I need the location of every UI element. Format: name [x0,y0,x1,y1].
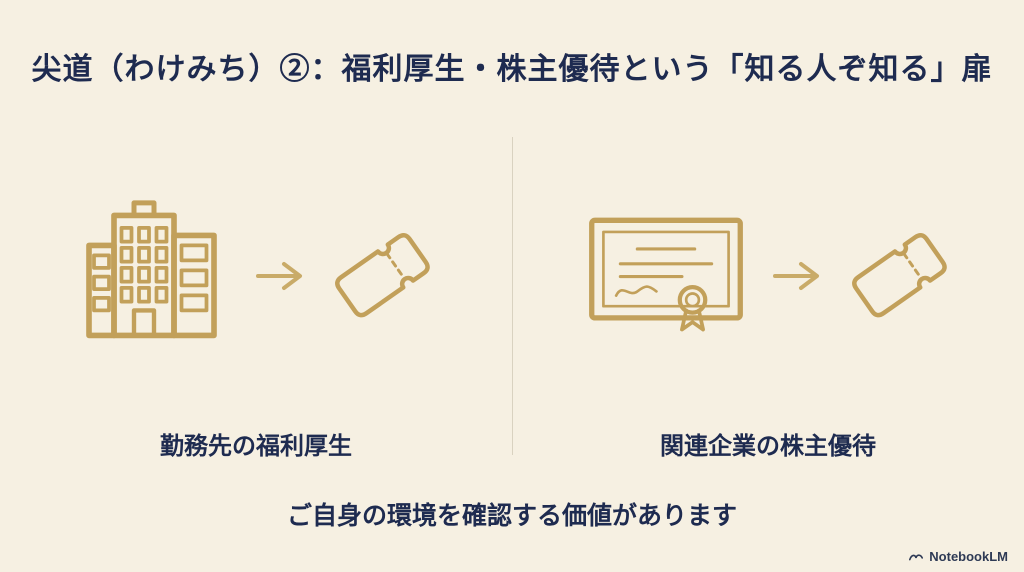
certificate-icon [586,215,746,337]
caption-shareholder-perks: 関連企業の株主優待 [660,433,876,460]
arrow-right-icon [772,258,824,294]
ticket-icon [324,221,441,329]
watermark-label: NotebookLM [929,549,1008,564]
caption-workplace-benefits: 勤務先の福利厚生 [160,433,352,460]
footer-message: ご自身の環境を確認する価値があります [286,502,737,530]
notebooklm-logo-icon [908,550,924,564]
panels-area: 勤務先の福利厚生 [0,125,1024,465]
workplace-flow [79,125,433,426]
watermark: NotebookLM [908,549,1008,564]
panel-workplace-benefits: 勤務先の福利厚生 [0,125,512,465]
panel-shareholder-perks: 関連企業の株主優待 [512,125,1024,465]
slide-title: 尖道（わけみち）②：福利厚生・株主優待という「知る人ぞ知る」扉 [31,53,993,86]
ticket-icon [841,221,958,329]
arrow-right-icon [255,258,307,294]
shareholder-flow [586,125,950,426]
divider [512,137,513,455]
building-icon [79,196,229,356]
